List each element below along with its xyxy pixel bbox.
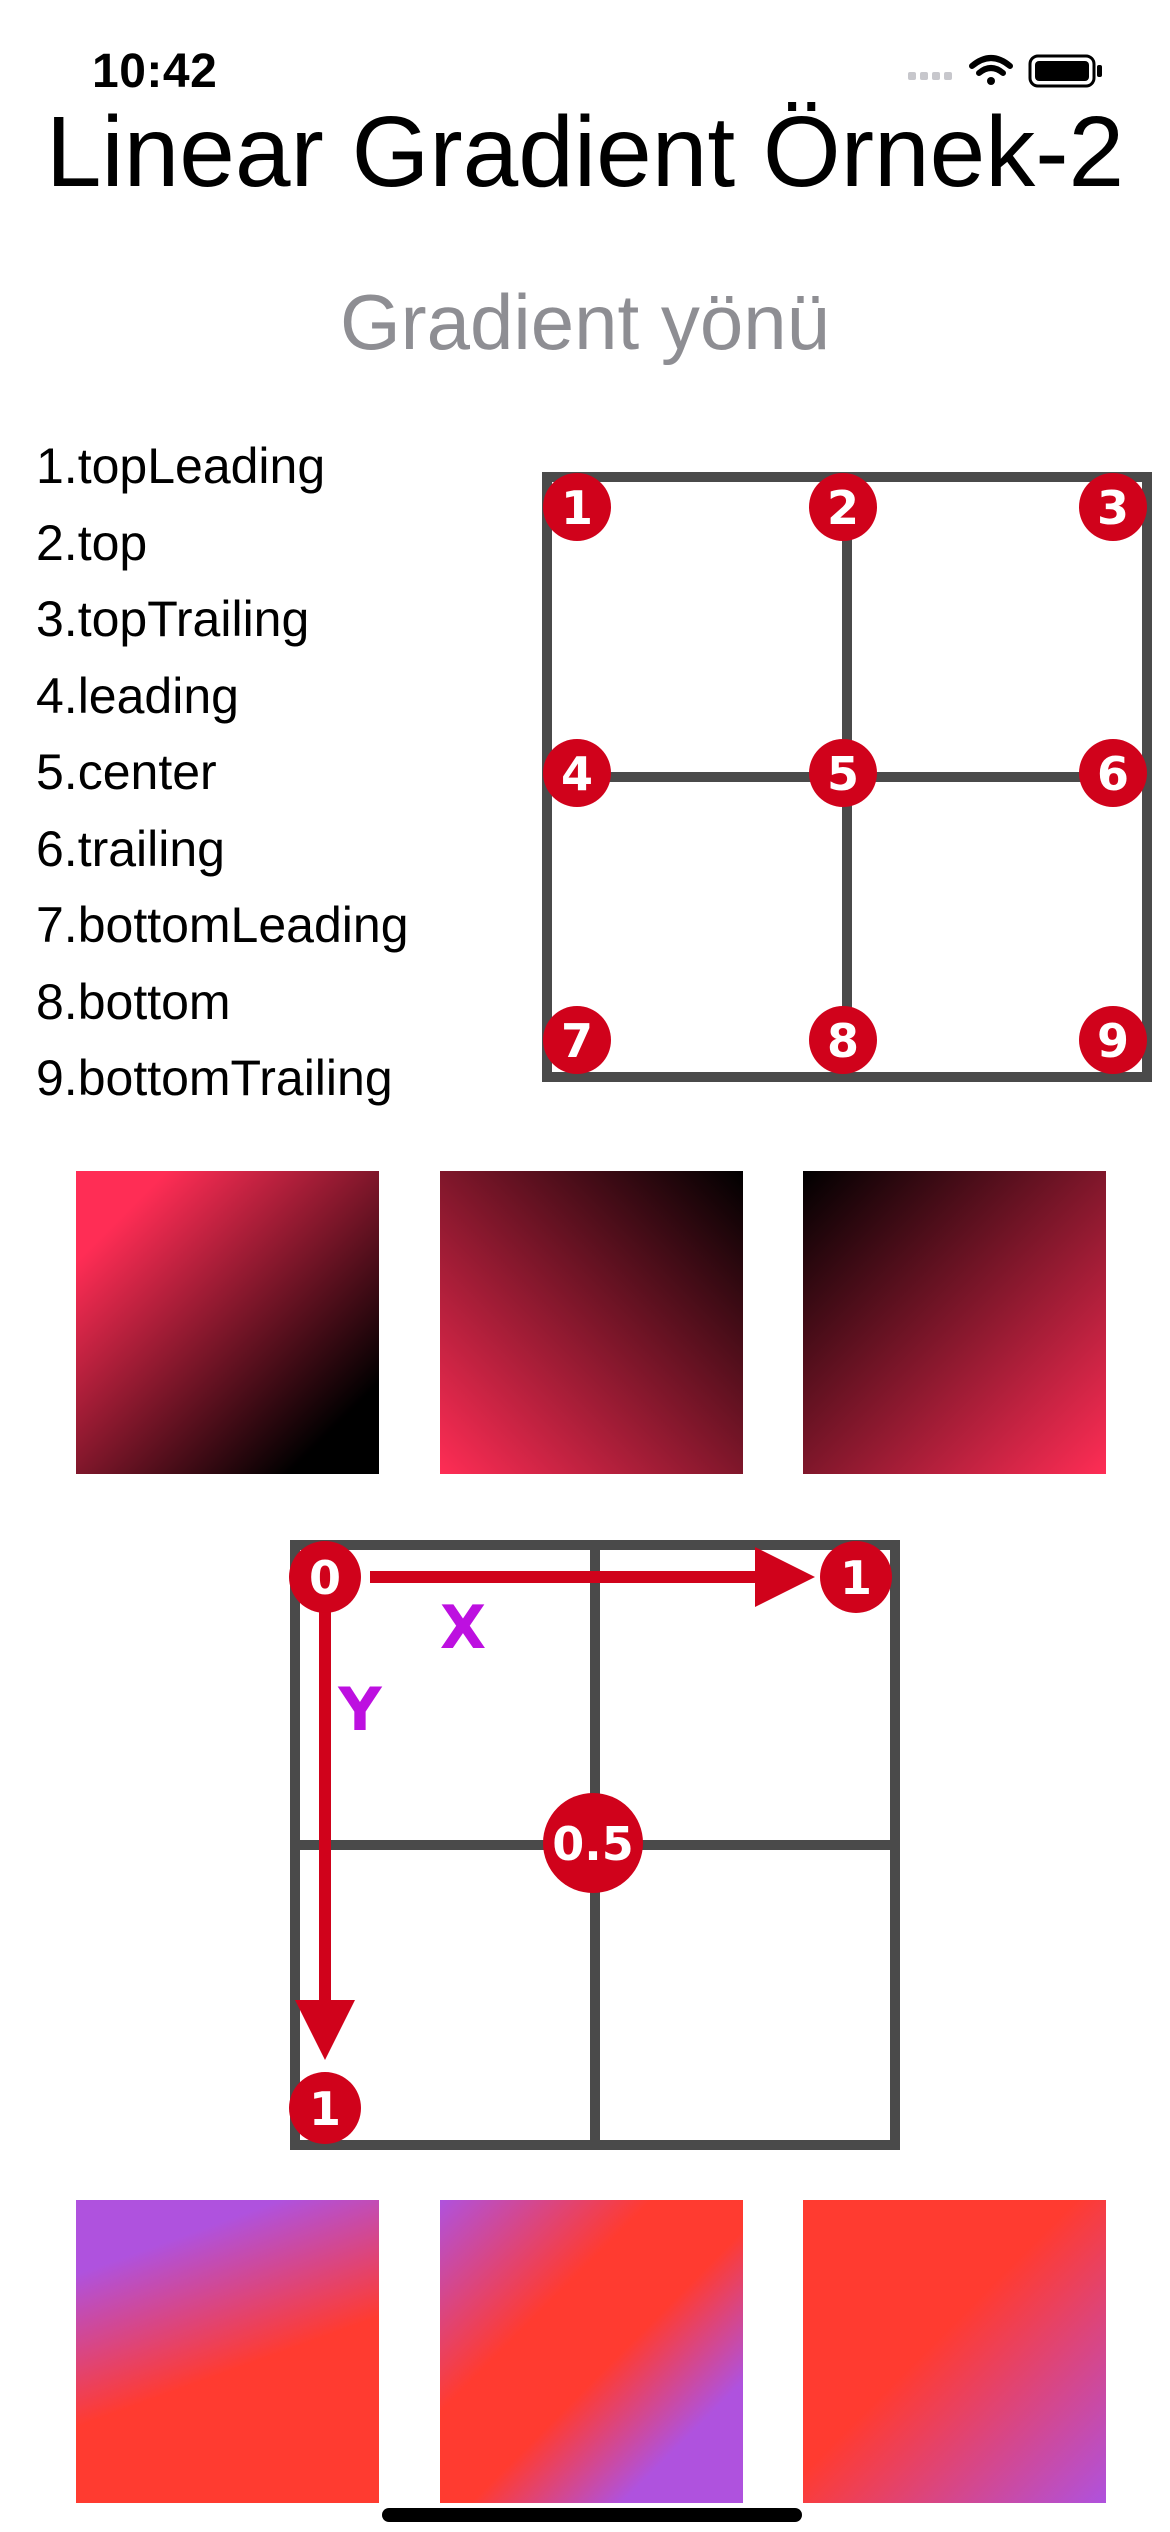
gradient-swatch-topleading-dark: [803, 1171, 1106, 1474]
svg-text:3: 3: [1097, 481, 1129, 535]
unit-point-diagram: X Y 0 1 1 0.5: [289, 1540, 900, 2150]
gradient-swatch-topleading: [76, 1171, 379, 1474]
page-title: Linear Gradient Örnek-2: [45, 96, 1125, 208]
direction-grid-diagram: 1 2 3 4 5 6 7 8 9: [542, 472, 1152, 1082]
section-title: Gradient yönü: [340, 278, 830, 366]
gradient-swatch-purple-red-1: [76, 2200, 379, 2503]
svg-text:1: 1: [309, 2082, 341, 2136]
direction-item: 6.trailing: [36, 820, 225, 877]
direction-marker: 5: [809, 739, 877, 807]
direction-item: 3.topTrailing: [36, 591, 310, 647]
svg-text:0: 0: [309, 1551, 341, 1605]
battery-icon: [1028, 54, 1102, 88]
svg-text:6: 6: [1097, 747, 1129, 801]
direction-item: 4.leading: [36, 667, 239, 724]
svg-text:8: 8: [827, 1014, 859, 1068]
direction-marker: 3: [1079, 473, 1147, 541]
direction-item: 5.center: [36, 744, 217, 800]
wifi-icon: [969, 55, 1013, 85]
direction-marker: 9: [1079, 1006, 1147, 1074]
center-marker: 0.5: [543, 1793, 643, 1893]
svg-text:1: 1: [561, 481, 593, 535]
svg-text:9: 9: [1097, 1014, 1129, 1068]
signal-icon: [908, 72, 952, 80]
svg-text:2: 2: [827, 481, 859, 535]
direction-item: 1.topLeading: [36, 438, 326, 494]
home-indicator[interactable]: [382, 2508, 802, 2522]
y-end-marker: 1: [289, 2072, 361, 2144]
direction-item: 7.bottomLeading: [36, 897, 409, 953]
y-axis-arrow: [295, 1610, 355, 2060]
x-axis-label: X: [440, 1593, 486, 1663]
status-time: 10:42: [92, 45, 218, 98]
gradient-swatch-toptrailing: [440, 1171, 743, 1474]
direction-marker: 1: [543, 473, 611, 541]
x-end-marker: 1: [820, 1541, 892, 1613]
svg-text:7: 7: [561, 1014, 593, 1068]
svg-text:1: 1: [840, 1551, 872, 1605]
gradient-swatch-purple-red-3: [803, 2200, 1106, 2503]
status-icons: [908, 52, 1128, 92]
direction-marker: 2: [809, 473, 877, 541]
gradient-swatch-purple-red-2: [440, 2200, 743, 2503]
x-axis-arrow: [370, 1547, 815, 1607]
direction-list: 1.topLeading 2.top 3.topTrailing 4.leadi…: [36, 428, 409, 1117]
direction-marker: 6: [1079, 739, 1147, 807]
direction-marker: 4: [543, 739, 611, 807]
y-axis-label: Y: [337, 1675, 383, 1745]
direction-marker: 7: [543, 1006, 611, 1074]
origin-marker: 0: [289, 1541, 361, 1613]
direction-item: 9.bottomTrailing: [36, 1050, 393, 1106]
direction-item: 8.bottom: [36, 973, 231, 1030]
svg-text:0.5: 0.5: [552, 1817, 634, 1871]
direction-item: 2.top: [36, 514, 148, 571]
direction-marker: 8: [809, 1006, 877, 1074]
svg-text:4: 4: [561, 747, 593, 801]
svg-text:5: 5: [827, 747, 859, 801]
